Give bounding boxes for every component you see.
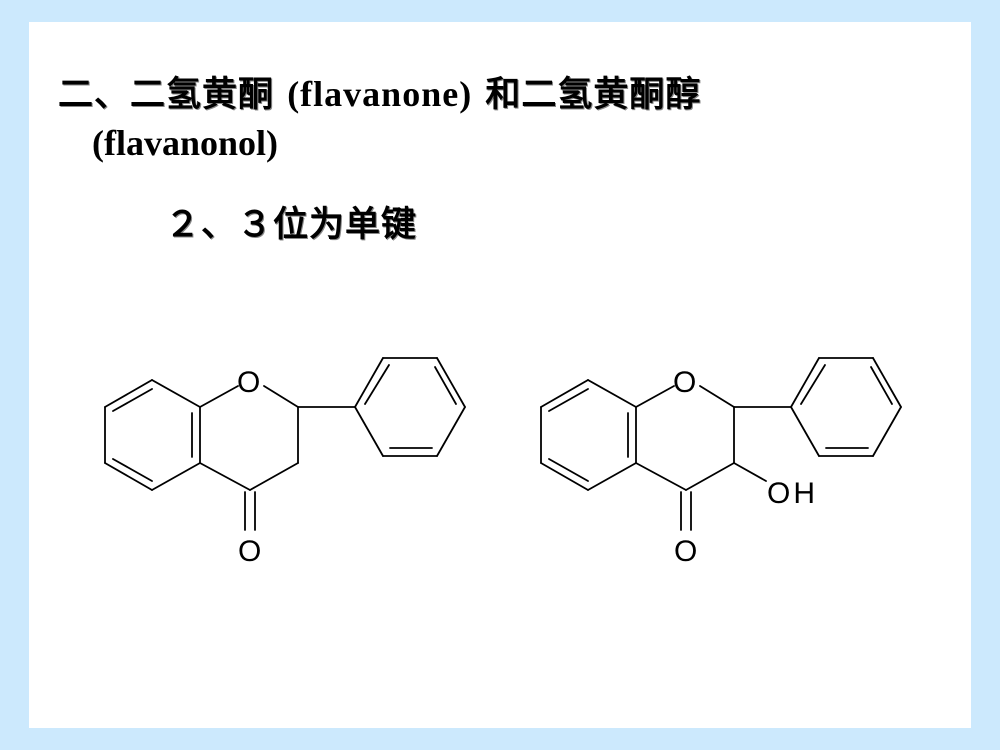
- slide-subtitle: ２、３位为单键: [165, 204, 418, 245]
- flavanonol-carbonyl-oxygen-label: O: [674, 535, 697, 568]
- flavanonol-structure: O O OH: [540, 357, 902, 568]
- flavanone-structure: O O: [104, 357, 466, 568]
- flavanone-carbonyl-oxygen-label: O: [238, 535, 261, 568]
- title-latin-flavanonol: (flavanonol): [92, 123, 279, 163]
- flavanonol-ring-oxygen-label: O: [673, 366, 696, 399]
- title-latin-flavanone: (flavanone): [287, 74, 473, 114]
- flavanonol-hydroxyl-label: OH: [767, 477, 818, 510]
- slide-title-line-2: (flavanonol): [92, 122, 278, 164]
- flavanone-ring-oxygen-label: O: [237, 366, 260, 399]
- slide-panel: [29, 22, 971, 728]
- title-prefix: 二、二氢黄酮: [58, 74, 288, 115]
- slide-title-line-1: 二、二氢黄酮 (flavanone) 和二氢黄酮醇: [58, 66, 701, 117]
- title-suffix: 和二氢黄酮醇: [472, 74, 702, 115]
